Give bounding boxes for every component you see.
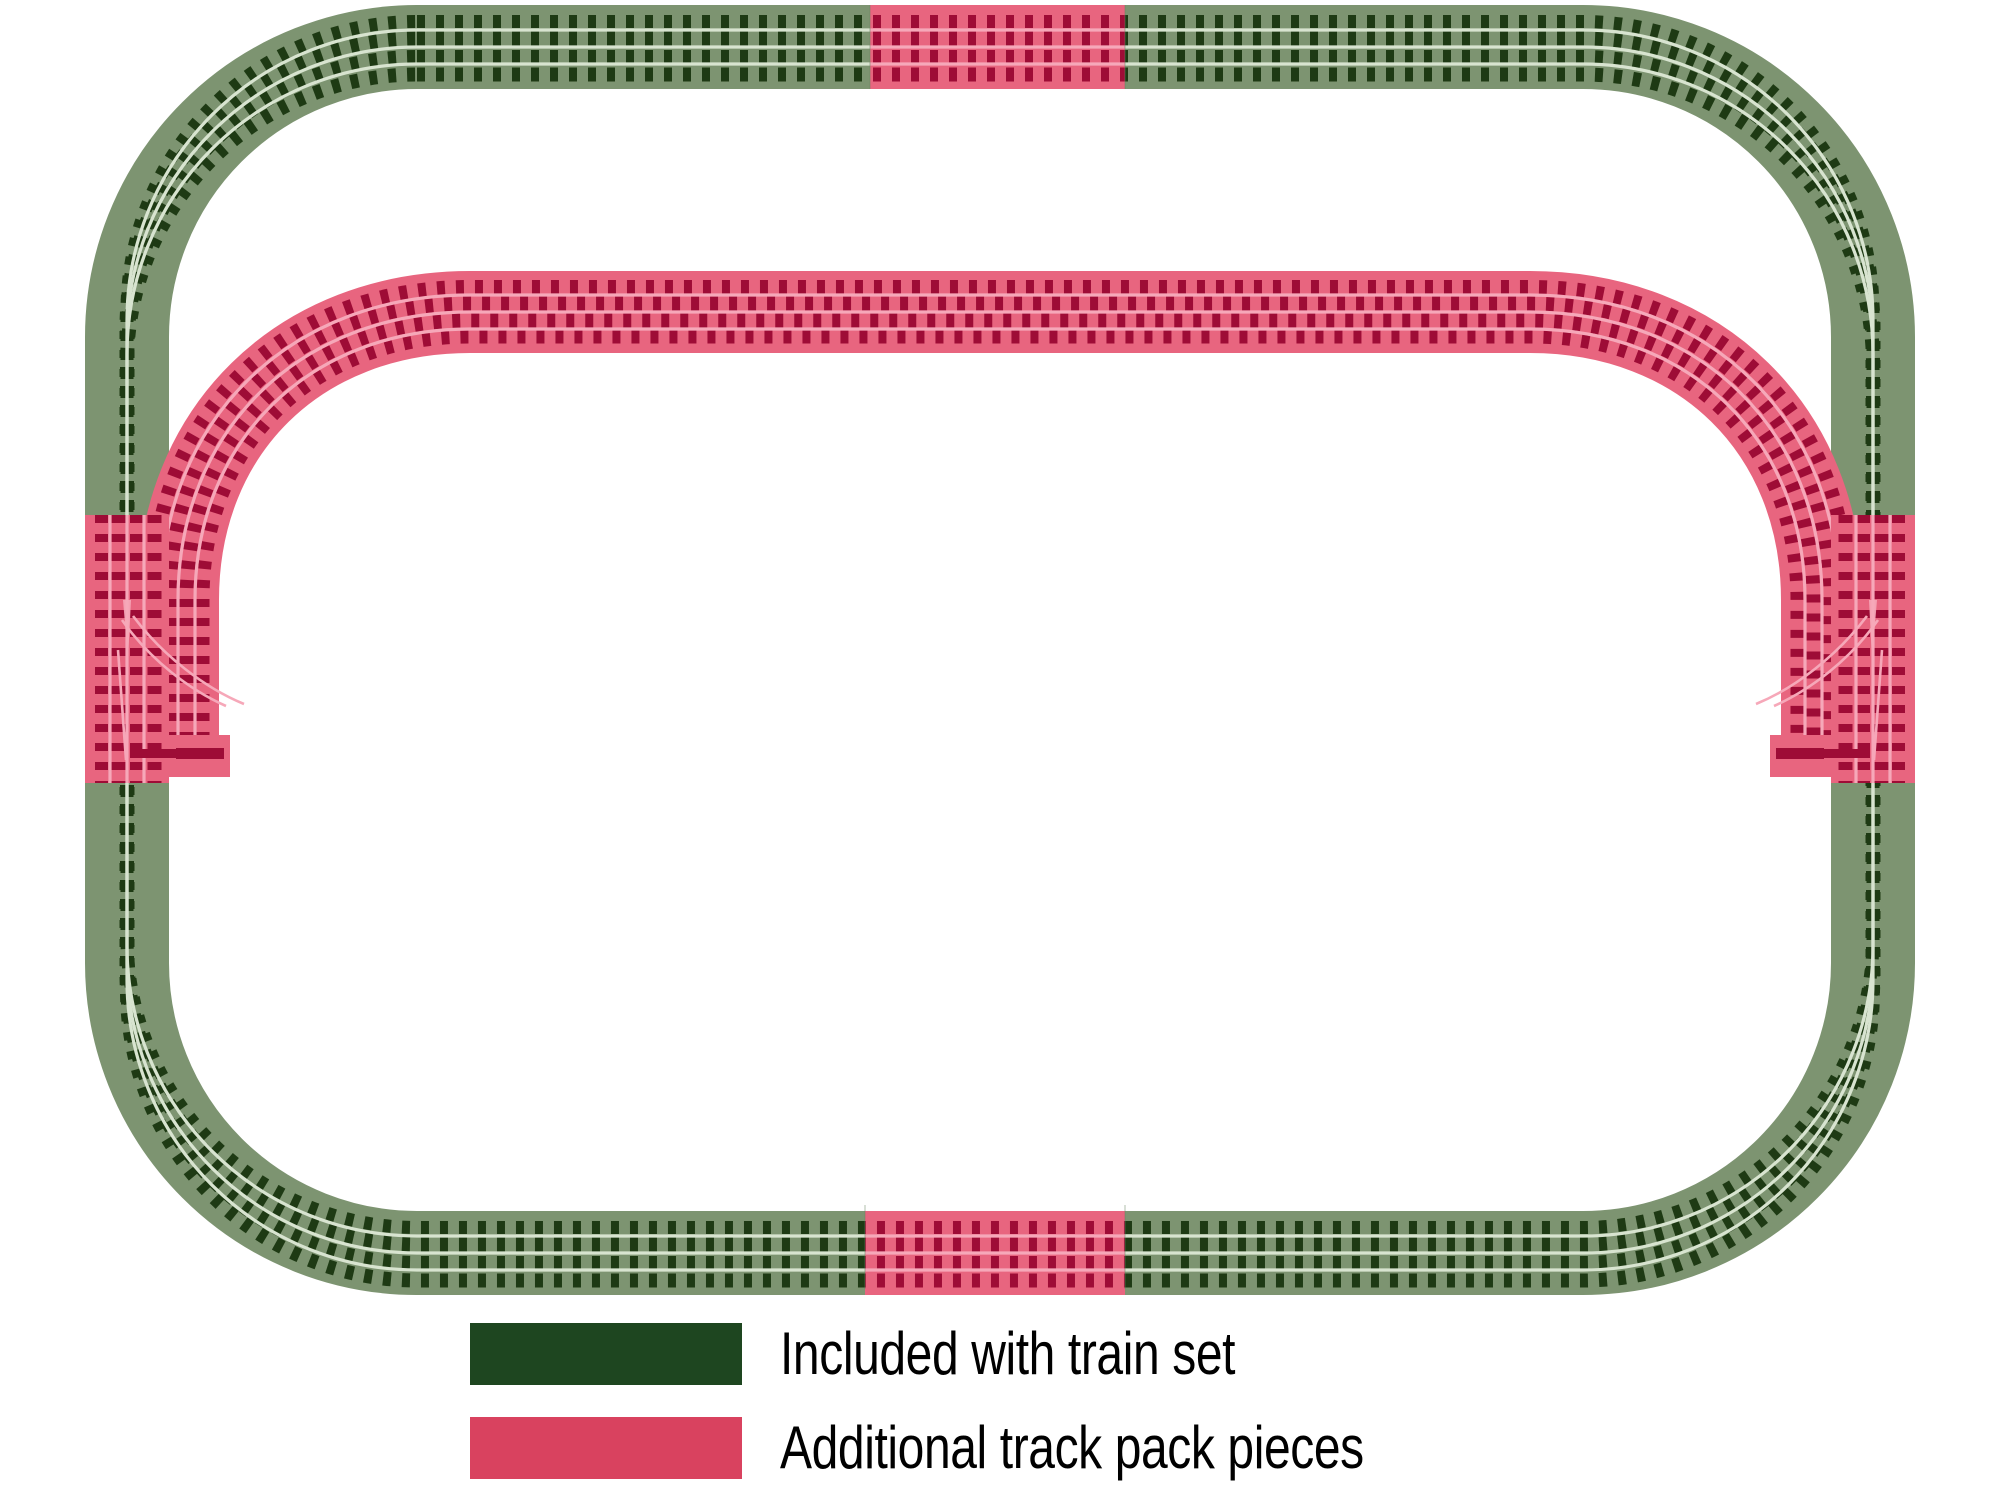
left-switch-machine (130, 735, 230, 777)
left-switch-points (116, 615, 245, 761)
left-switch-ties (95, 515, 162, 783)
legend-swatch-pink (470, 1417, 742, 1479)
right-switch-points (1755, 615, 1884, 761)
legend-swatch-green (470, 1323, 742, 1385)
legend-item-included: Included with train set (470, 1318, 1510, 1390)
inner-loop (137, 271, 1863, 740)
right-switch-ties (1838, 515, 1905, 783)
legend: Included with train set Additional track… (470, 1318, 1510, 1484)
inner-loop-rails (159, 293, 1841, 740)
outer-loop-edges (127, 47, 1873, 1253)
right-switch-frog (1869, 600, 1877, 660)
legend-item-additional: Additional track pack pieces (470, 1412, 1510, 1484)
outer-loop-ties (119, 15, 1881, 1288)
outer-bottom-straight-pink (865, 1210, 1125, 1295)
track-layout-diagram (85, 5, 1915, 1295)
outer-loop-rails (125, 28, 1875, 1272)
left-switch-frog (123, 600, 131, 660)
inner-loop-ties (145, 280, 1855, 740)
right-switch-machine (1770, 735, 1870, 777)
outer-loop-roadbed (85, 5, 1915, 1295)
left-switch (85, 515, 245, 783)
legend-label-additional: Additional track pack pieces (780, 1414, 1364, 1481)
outer-loop-color-breaks (864, 5, 1126, 1289)
left-switch-straight-rails (108, 515, 146, 783)
legend-label-included: Included with train set (780, 1320, 1236, 1387)
right-switch (1755, 515, 1915, 783)
outer-top-straight-pink (870, 5, 1125, 90)
outer-loop (85, 5, 1915, 1295)
right-switch-straight-rails (1854, 515, 1892, 783)
